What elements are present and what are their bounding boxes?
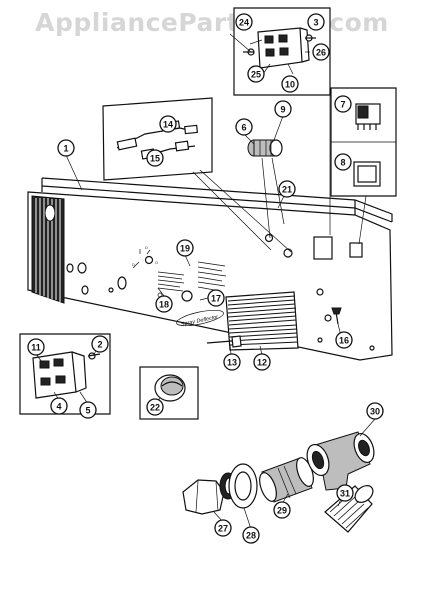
callout-4-label: 4 bbox=[56, 402, 61, 412]
callout-9: 9 bbox=[274, 100, 292, 118]
callout-13: 13 bbox=[223, 353, 241, 371]
callout-17-label: 17 bbox=[211, 294, 221, 304]
callout-18: 18 bbox=[155, 295, 173, 313]
instruction-label-block bbox=[157, 261, 227, 292]
callout-21: 21 bbox=[278, 180, 296, 198]
terminal-block-inset bbox=[19, 333, 111, 415]
callout-14-label: 14 bbox=[163, 120, 173, 130]
callout-3: 3 bbox=[307, 13, 325, 31]
callout-12: 12 bbox=[253, 353, 271, 371]
washer-part-28 bbox=[228, 463, 258, 509]
plumbing-fittings bbox=[182, 431, 375, 533]
callout-30: 30 bbox=[366, 402, 384, 420]
screw-part-13 bbox=[206, 335, 242, 348]
callout-2-label: 2 bbox=[97, 340, 102, 350]
heat-sink-fins bbox=[31, 195, 65, 304]
callout-26: 26 bbox=[312, 43, 330, 61]
callout-15-label: 15 bbox=[150, 154, 160, 164]
knob-part-22 bbox=[139, 366, 199, 420]
callout-13-label: 13 bbox=[227, 358, 237, 368]
svg-text:O: O bbox=[155, 260, 158, 265]
callout-22-label: 22 bbox=[150, 403, 160, 413]
callout-4: 4 bbox=[50, 397, 68, 415]
callout-8-label: 8 bbox=[340, 158, 345, 168]
callout-2: 2 bbox=[91, 335, 109, 353]
svg-text:D: D bbox=[132, 262, 135, 267]
dial-marks: D D O bbox=[132, 245, 158, 269]
callout-9-label: 9 bbox=[280, 105, 285, 115]
control-panel: D D O Spray Deflector bbox=[27, 177, 393, 361]
callout-15: 15 bbox=[146, 149, 164, 167]
callout-16-label: 16 bbox=[339, 336, 349, 346]
callout-21-label: 21 bbox=[282, 185, 292, 195]
callout-19-label: 19 bbox=[180, 244, 190, 254]
callout-26-label: 26 bbox=[316, 48, 326, 58]
tee-part-30 bbox=[306, 431, 375, 491]
callout-1: 1 bbox=[57, 139, 75, 157]
callout-10: 10 bbox=[281, 75, 299, 93]
callout-7-label: 7 bbox=[340, 100, 345, 110]
callout-8: 8 bbox=[334, 153, 352, 171]
callout-24-label: 24 bbox=[239, 18, 249, 28]
callout-27: 27 bbox=[214, 519, 232, 537]
callout-29-label: 29 bbox=[277, 506, 287, 516]
callout-25: 25 bbox=[247, 65, 265, 83]
plug-part-6 bbox=[247, 139, 285, 239]
callout-12-label: 12 bbox=[257, 358, 267, 368]
callout-29: 29 bbox=[273, 501, 291, 519]
callout-28: 28 bbox=[242, 526, 260, 544]
callout-27-label: 27 bbox=[218, 524, 228, 534]
callout-18-label: 18 bbox=[159, 300, 169, 310]
callout-7: 7 bbox=[334, 95, 352, 113]
callout-6-label: 6 bbox=[241, 123, 246, 133]
callout-1-label: 1 bbox=[63, 144, 68, 154]
callout-11: 11 bbox=[27, 338, 45, 356]
callout-5-label: 5 bbox=[85, 406, 90, 416]
callout-28-label: 28 bbox=[246, 531, 256, 541]
grille-part-12 bbox=[225, 291, 299, 351]
callout-11-label: 11 bbox=[31, 343, 41, 353]
callout-24: 24 bbox=[235, 13, 253, 31]
callout-5: 5 bbox=[79, 401, 97, 419]
callout-17: 17 bbox=[207, 289, 225, 307]
svg-text:D: D bbox=[145, 245, 148, 250]
callout-6: 6 bbox=[235, 118, 253, 136]
callout-19: 19 bbox=[176, 239, 194, 257]
callout-22: 22 bbox=[146, 398, 164, 416]
callout-31-label: 31 bbox=[340, 489, 350, 499]
clip-part-16 bbox=[331, 307, 342, 325]
callout-25-label: 25 bbox=[251, 70, 261, 80]
callout-16: 16 bbox=[335, 331, 353, 349]
callout-10-label: 10 bbox=[285, 80, 295, 90]
fitting-part-27 bbox=[182, 472, 237, 515]
callout-30-label: 30 bbox=[370, 407, 380, 417]
callout-3-label: 3 bbox=[313, 18, 318, 28]
callout-14: 14 bbox=[159, 115, 177, 133]
callout-31: 31 bbox=[336, 484, 354, 502]
